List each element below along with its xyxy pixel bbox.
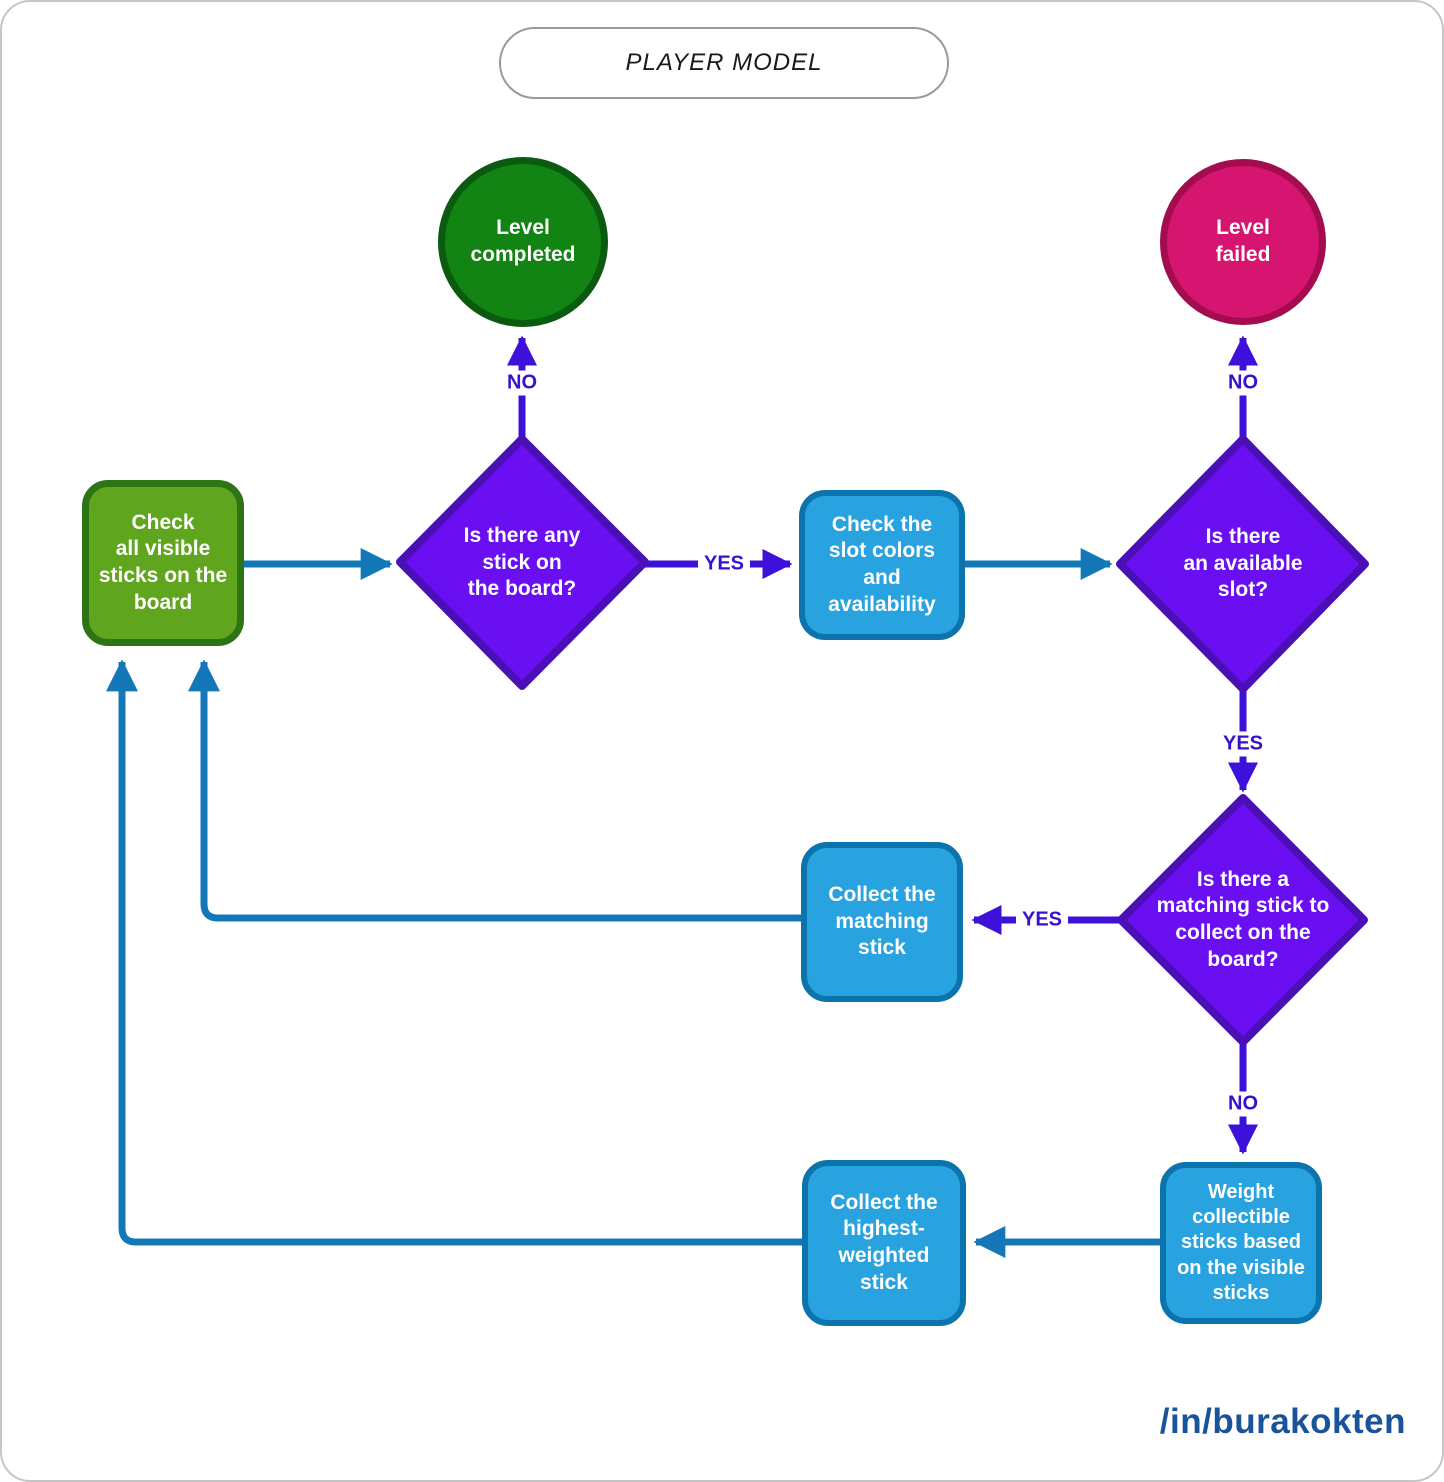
decision-matching-stick-label: Is there a matching stick to collect on … [1156,867,1330,971]
process-weight-sticks: Weight collectible sticks based on the v… [1160,1162,1322,1324]
arrow-collecthighest-loop [106,659,803,1246]
process-collect-highest: Collect the highest- weighted stick [802,1160,966,1326]
process-check-slot-colors: Check the slot colors and availability [799,490,965,640]
process-weight-sticks-label: Weight collectible sticks based on the v… [1177,1180,1305,1305]
edge-label-no-failed: NO [1222,370,1264,396]
decision-matching-stick-shape [1117,794,1368,1046]
process-collect-highest-label: Collect the highest- weighted stick [830,1190,938,1294]
terminal-level-failed: Level failed [1160,159,1326,325]
decision-matching-stick: Is there a matching stick to collect on … [1128,848,1358,992]
edge-label-yes-collectmatching: YES [1015,907,1069,933]
process-check-slot-colors-label: Check the slot colors and availability [828,512,936,616]
decision-available-slot: Is there an available slot? [1143,494,1343,634]
decision-any-stick-label: Is there any stick on the board? [463,524,581,601]
decision-available-slot-shape [1116,435,1369,693]
edge-label-yes-matchingcheck: YES [1216,731,1270,757]
diagram-title-text: PLAYER MODEL [625,49,823,76]
terminal-level-completed: Level completed [438,157,608,327]
terminal-level-completed-label: Level completed [470,216,576,266]
decision-any-stick-shape [396,435,649,690]
edge-label-no-weight: NO [1222,1091,1264,1117]
arrow-collectmatching-loop [188,659,802,922]
process-check-visible-sticks-label: Check all visible sticks on the board [98,510,228,614]
edge-label-no-completed: NO [501,370,543,396]
edge-label-yes-checkslots: YES [697,551,751,577]
decision-available-slot-label: Is there an available slot? [1183,525,1303,602]
decision-any-stick: Is there any stick on the board? [422,492,622,634]
diagram-title: PLAYER MODEL [499,27,949,99]
process-collect-matching-label: Collect the matching stick [828,883,936,960]
terminal-level-failed-label: Level failed [1215,216,1271,266]
process-collect-matching: Collect the matching stick [801,842,963,1002]
process-check-visible-sticks: Check all visible sticks on the board [82,480,244,646]
author-handle: /in/burakokten [1159,1402,1406,1441]
